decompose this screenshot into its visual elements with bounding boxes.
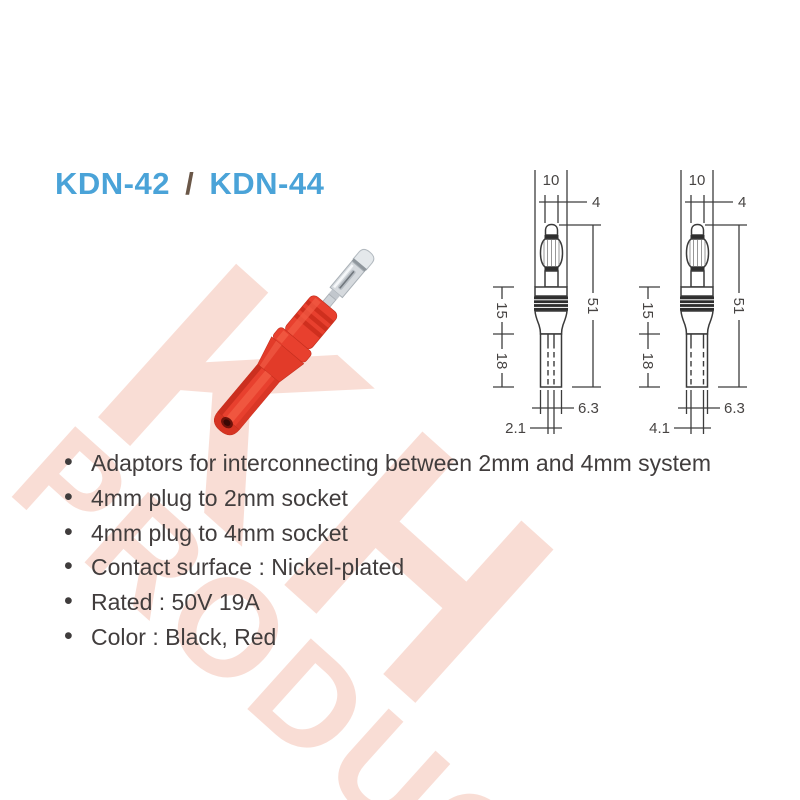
spec-item: Rated : 50V 19A	[58, 584, 711, 620]
dim-label-overall-length: 51	[584, 298, 601, 315]
spec-item: Adaptors for interconnecting between 2mm…	[58, 445, 711, 481]
page-title: KDN-42 / KDN-44	[55, 166, 324, 202]
specs-list: Adaptors for interconnecting between 2mm…	[58, 445, 711, 655]
plug-red-body	[214, 295, 338, 436]
plug-tip-ring	[351, 258, 367, 272]
dim-label-pin-dia: 4	[592, 194, 600, 211]
dim-label-top-width: 10	[689, 172, 706, 189]
tech-drawing-kdn42: 10 4 51 15 18 6.3 2.1	[493, 170, 601, 437]
product-photo	[214, 248, 375, 436]
dim-label-bore-dia: 4.1	[649, 420, 670, 437]
dim-label-overall-length: 51	[730, 298, 747, 315]
title-separator: /	[185, 166, 195, 201]
dim-label-upper-length: 15	[493, 302, 510, 319]
dim-label-body-dia: 6.3	[578, 400, 599, 417]
dim-label-bore-dia: 2.1	[505, 420, 526, 437]
plug-metal-tip	[352, 248, 375, 271]
spec-item: Contact surface : Nickel-plated	[58, 549, 711, 585]
dim-label-upper-length: 15	[639, 302, 656, 319]
tech-drawing-kdn44: 10 4 51 15 18 6.3 4.1	[639, 170, 747, 437]
plug-metal-highlight	[333, 264, 354, 289]
dim-label-lower-length: 18	[493, 353, 510, 370]
spec-item: 4mm plug to 2mm socket	[58, 480, 711, 516]
dim-label-body-dia: 6.3	[724, 400, 745, 417]
model-number-2: KDN-44	[209, 166, 325, 201]
dim-label-pin-dia: 4	[738, 194, 746, 211]
plug-metal-collar	[328, 289, 341, 301]
dim-label-top-width: 10	[543, 172, 560, 189]
model-number-1: KDN-42	[55, 166, 170, 201]
spec-item: 4mm plug to 4mm socket	[58, 515, 711, 551]
spec-item: Color : Black, Red	[58, 619, 711, 655]
dim-label-lower-length: 18	[639, 353, 656, 370]
